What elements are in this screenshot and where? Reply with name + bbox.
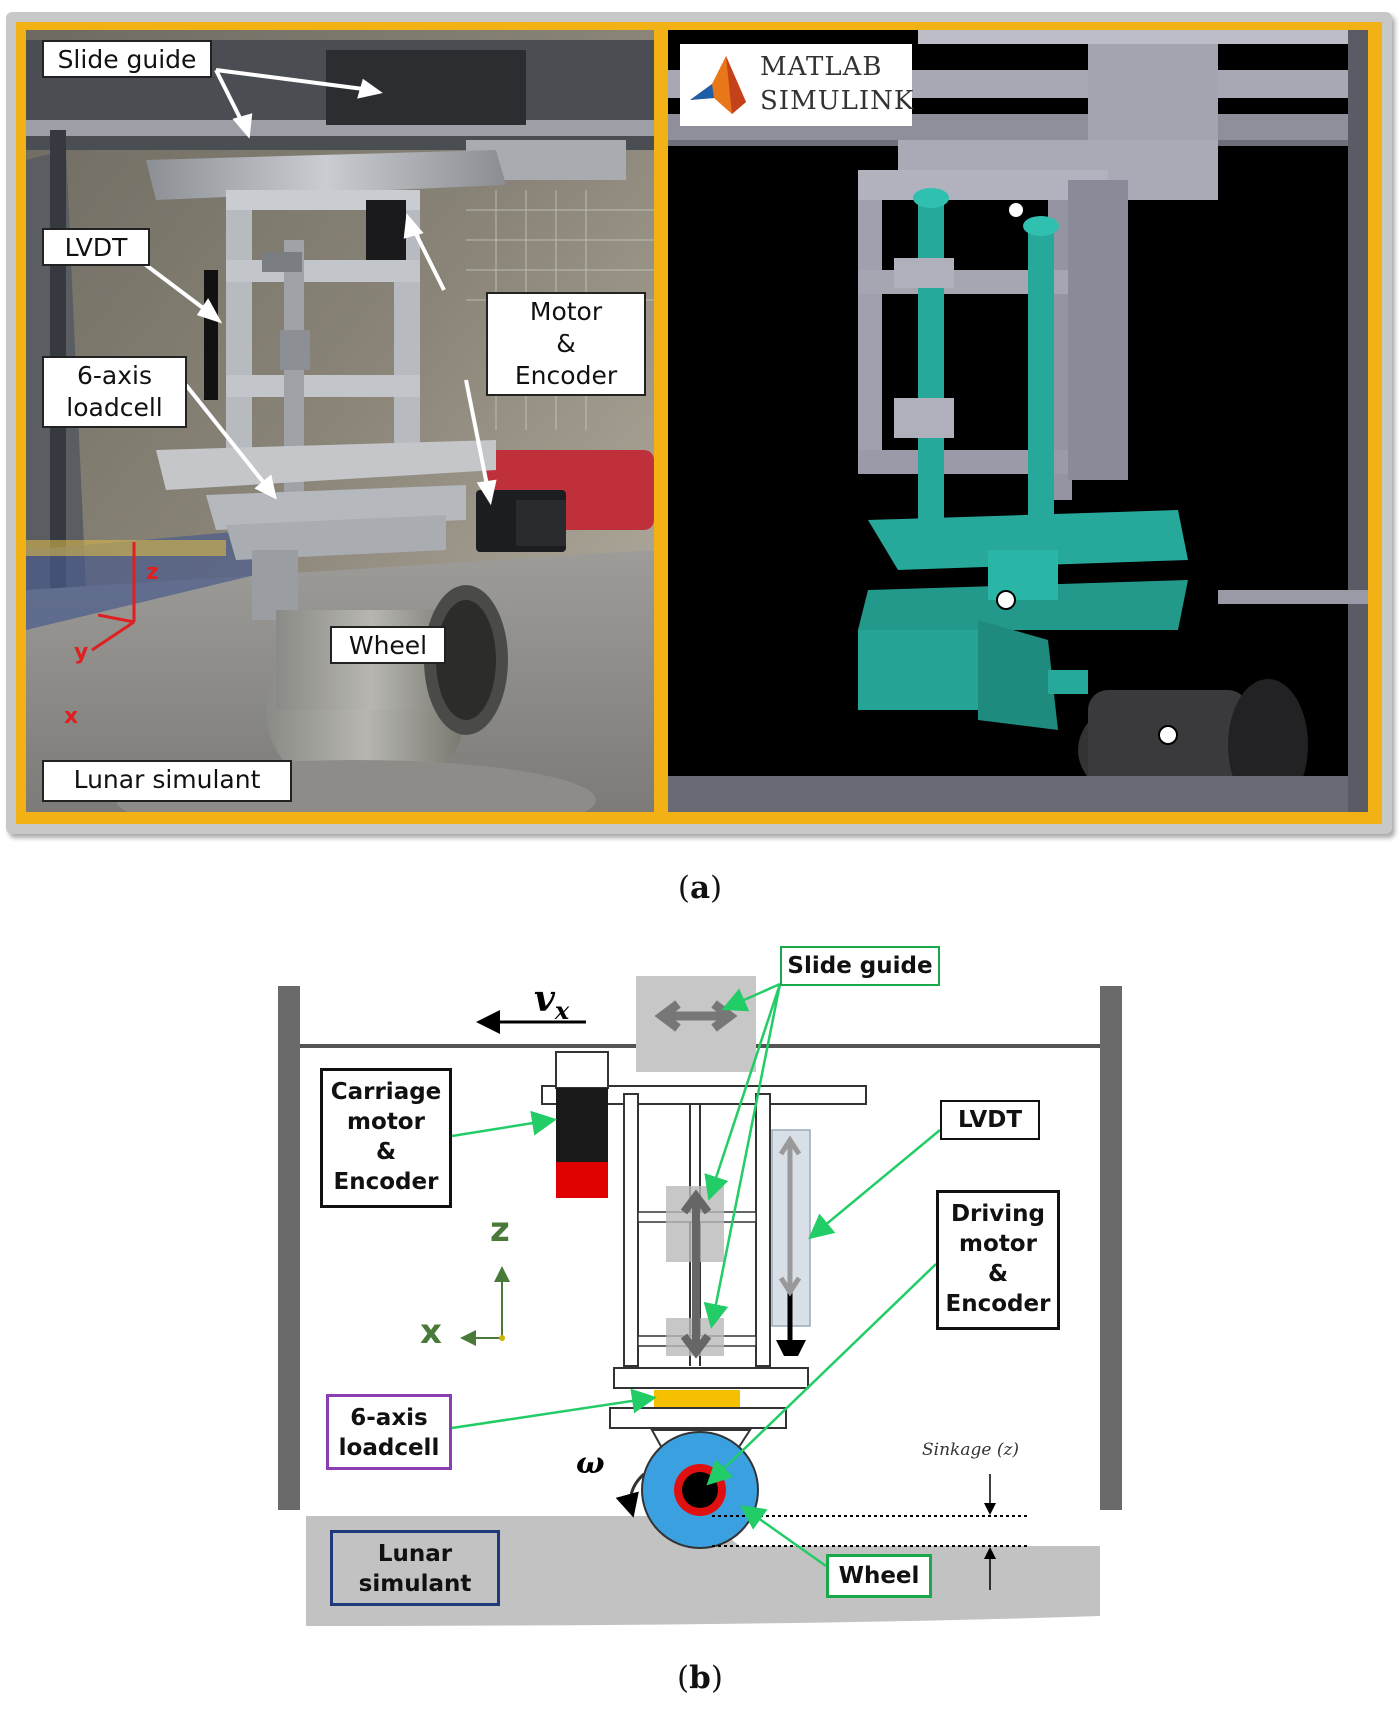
- label-wheel-photo: Wheel: [330, 626, 446, 664]
- slide-horizontal-arrow: [654, 1000, 738, 1032]
- velocity-symbol: v: [534, 978, 555, 1020]
- simulink-model-view: [668, 30, 1368, 812]
- caption-a-letter: a: [689, 870, 711, 906]
- frame-right-post: [755, 1093, 771, 1367]
- caption-b-letter: b: [689, 1660, 711, 1696]
- axis-y-label-photo: y: [74, 640, 89, 665]
- omega-label: ω: [576, 1446, 605, 1481]
- axis-z-label: z: [490, 1210, 510, 1250]
- carriage-motor-body: [556, 1088, 608, 1162]
- testbed-photo: [26, 30, 654, 812]
- lower-loadcell-plate: [609, 1407, 787, 1429]
- label-wheel: Wheel: [826, 1554, 932, 1598]
- carriage-motor-top: [555, 1051, 609, 1089]
- upper-loadcell-plate: [613, 1367, 809, 1389]
- right-wall: [1100, 986, 1122, 1510]
- matlab-logo-text: MATLAB: [760, 52, 883, 82]
- caption-a: (a): [677, 870, 723, 906]
- matlab-simulink-logo: MATLAB SIMULINK: [680, 44, 915, 126]
- axis-x-label: x: [420, 1312, 442, 1352]
- loadcell-sensor: [654, 1390, 740, 1408]
- axis-x-label-photo: x: [64, 704, 79, 729]
- label-lvdt-photo: LVDT: [42, 228, 150, 266]
- simulink-logo-text: SIMULINK: [760, 86, 915, 116]
- velocity-label: vx: [534, 978, 569, 1025]
- axis-z-label-photo: z: [146, 560, 159, 585]
- label-lunar-simulant: Lunar simulant: [330, 1530, 500, 1606]
- sinkage-label: Sinkage (z): [922, 1440, 1020, 1460]
- frame-left-post: [623, 1093, 639, 1367]
- label-motor-encoder-photo: Motor & Encoder: [486, 292, 646, 396]
- slide-guide-block: [636, 976, 756, 1072]
- carriage-encoder: [556, 1162, 608, 1198]
- label-loadcell: 6-axis loadcell: [326, 1394, 452, 1470]
- label-loadcell-photo: 6-axis loadcell: [42, 356, 187, 428]
- label-slide-guide: Slide guide: [780, 946, 940, 986]
- velocity-subscript: x: [554, 996, 570, 1026]
- caption-b: (b): [677, 1660, 723, 1696]
- rotation-arrow: [615, 1472, 646, 1518]
- matlab-membrane-icon: [690, 56, 746, 114]
- left-wall: [278, 986, 300, 1510]
- label-lunar-simulant-photo: Lunar simulant: [42, 760, 292, 802]
- wheel-hub: [682, 1472, 718, 1508]
- label-driving-motor-encoder: Driving motor & Encoder: [936, 1190, 1060, 1330]
- label-lvdt: LVDT: [940, 1100, 1040, 1140]
- simulink-model-illustration: [668, 30, 1368, 812]
- label-carriage-motor-encoder: Carriage motor & Encoder: [320, 1068, 452, 1208]
- label-slide-guide-photo: Slide guide: [42, 40, 212, 78]
- slide-vertical-arrow: [680, 1189, 712, 1359]
- testbed-photo-illustration: [26, 30, 654, 812]
- lunar-simulant-ground: [306, 1516, 1100, 1626]
